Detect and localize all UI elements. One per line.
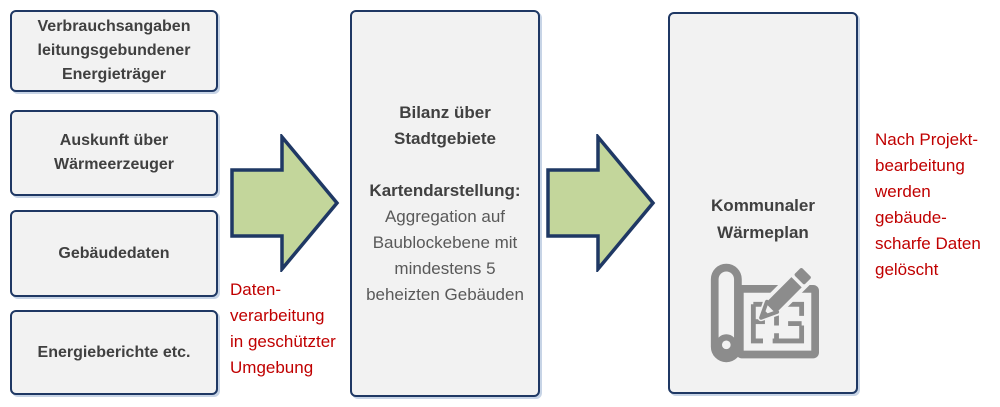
input-box-building-data: Gebäudedaten	[10, 210, 218, 297]
input-box-label: Energieberichte etc.	[37, 343, 191, 361]
input-box-energy-reports: Energieberichte etc.	[10, 310, 218, 395]
output-box-title: Kommunaler Wärmeplan	[711, 196, 815, 242]
input-box-label: Auskunft über Wärmeerzeuger	[53, 132, 175, 173]
note-data-deletion: Nach Projekt- bearbeitung werden gebäude…	[875, 130, 981, 279]
input-box-consumption-data: Verbrauchsangaben leitungsgebundener Ene…	[10, 10, 218, 92]
output-box-heat-plan: Kommunaler Wärmeplan	[668, 12, 858, 394]
input-box-label: Gebäudedaten	[58, 244, 170, 262]
process-box-title: Bilanz über Stadtgebiete	[393, 102, 497, 148]
flow-arrow-icon	[546, 134, 656, 272]
process-box-body: Aggregation auf Baublockebene mit mindes…	[366, 206, 524, 304]
note-protected-processing: Daten- verarbeitung in geschützter Umgeb…	[230, 280, 336, 377]
process-box-city-balance: Bilanz über Stadtgebiete Kartendarstellu…	[350, 10, 540, 397]
blueprint-pencil-icon	[710, 262, 819, 363]
input-box-label: Verbrauchsangaben leitungsgebundener Ene…	[37, 18, 191, 83]
process-box-subtitle: Kartendarstellung:	[369, 180, 521, 200]
flow-arrow-icon	[230, 134, 340, 272]
input-box-heat-generators: Auskunft über Wärmeerzeuger	[10, 110, 218, 196]
